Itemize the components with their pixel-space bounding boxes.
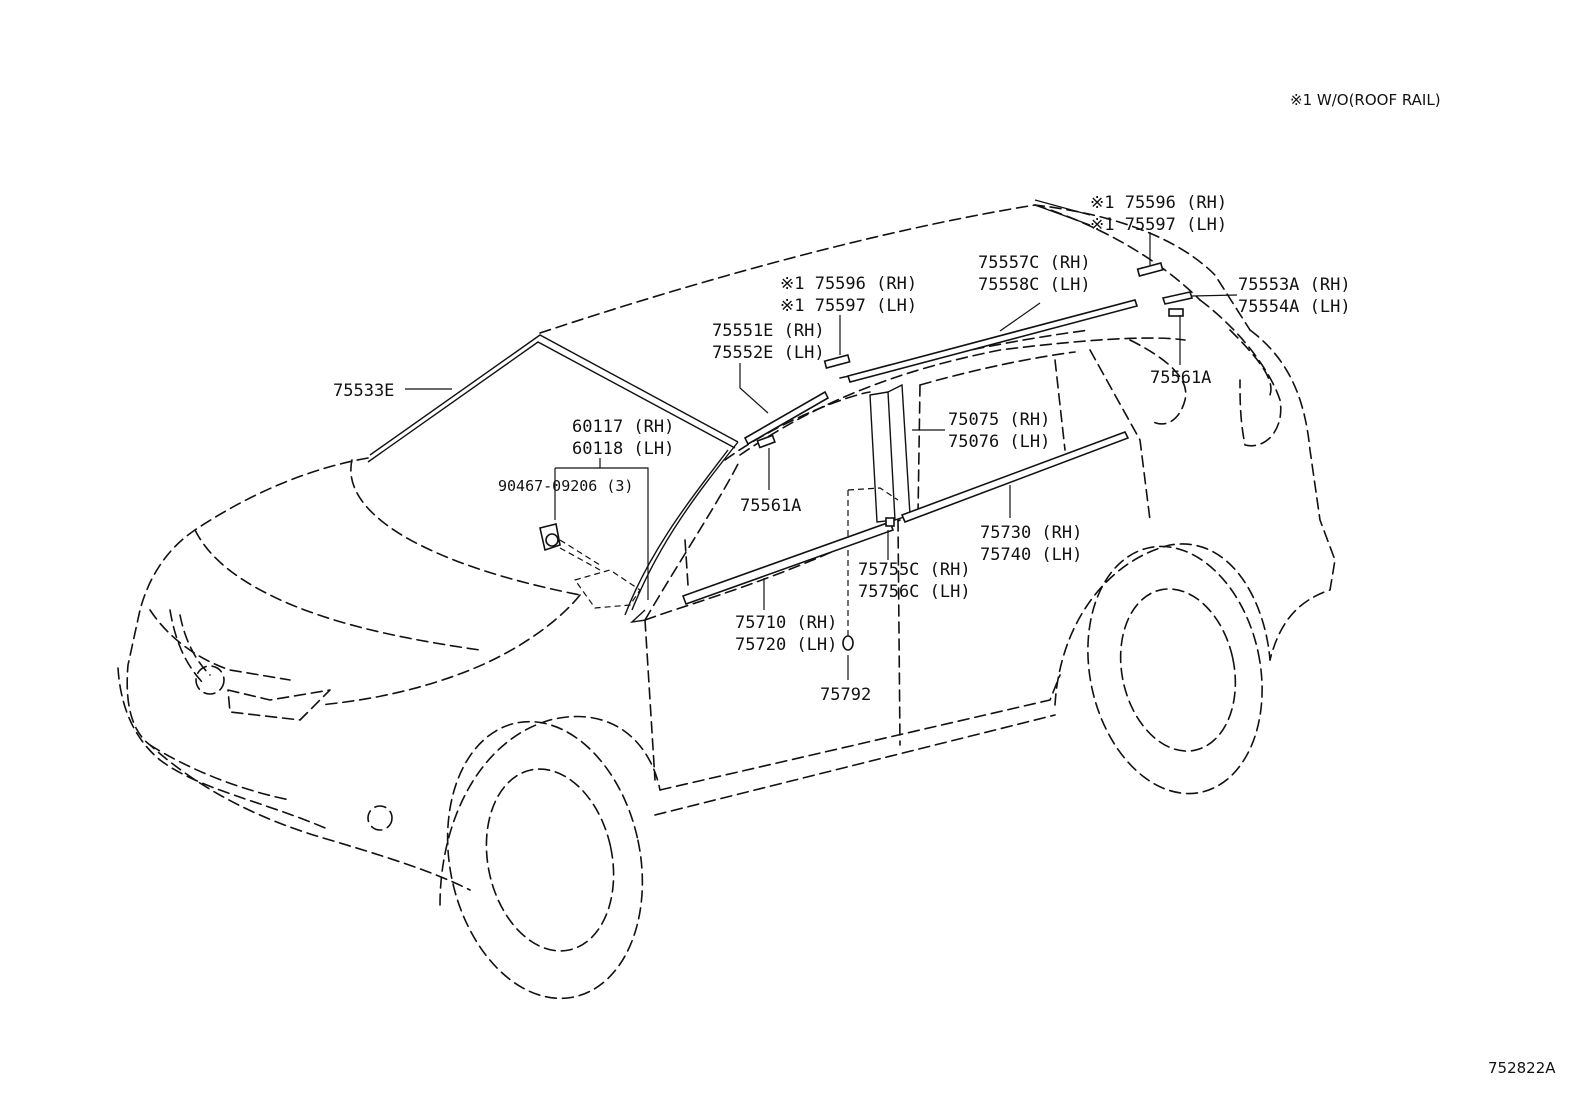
label-75553a: 75553A (RH) [1238,275,1351,295]
label-75720: 75720 (LH) [735,635,837,655]
label-60118: 60118 (LH) [572,439,674,459]
label-75076: 75076 (LH) [948,432,1050,452]
label-60117: 60117 (RH) [572,417,674,437]
label-75756c: 75756C (LH) [858,582,971,602]
vehicle-outline [117,204,1336,1000]
label-75561a-rear: 75561A [1150,368,1211,388]
label-75792: 75792 [820,685,871,705]
leader-lines [405,199,1238,680]
parts [367,262,1194,651]
part-labels: ※1 W/O(ROOF RAIL) ※1 75596 (RH) ※1 75597… [333,91,1556,1077]
label-75551e: 75551E (RH) [712,321,825,341]
label-75755c: 75755C (RH) [858,560,971,580]
label-75533e: 75533E [333,381,394,401]
label-75558c: 75558C (LH) [978,275,1091,295]
label-75740: 75740 (LH) [980,545,1082,565]
label-90467: 90467-09206 (3) [498,477,633,495]
label-75730: 75730 (RH) [980,523,1082,543]
label-75596-rear: ※1 75596 (RH) [1090,193,1227,213]
note-roof-rail: ※1 W/O(ROOF RAIL) [1290,91,1441,109]
label-75552e: 75552E (LH) [712,343,825,363]
label-75597-rear: ※1 75597 (LH) [1090,215,1227,235]
label-75561a-front: 75561A [740,496,801,516]
label-75554a: 75554A (LH) [1238,297,1351,317]
label-75596-front: ※1 75596 (RH) [780,274,917,294]
label-75710: 75710 (RH) [735,613,837,633]
label-75075: 75075 (RH) [948,410,1050,430]
label-75557c: 75557C (RH) [978,253,1091,273]
diagram-code: 752822A [1488,1059,1556,1077]
label-75597-front: ※1 75597 (LH) [780,296,917,316]
